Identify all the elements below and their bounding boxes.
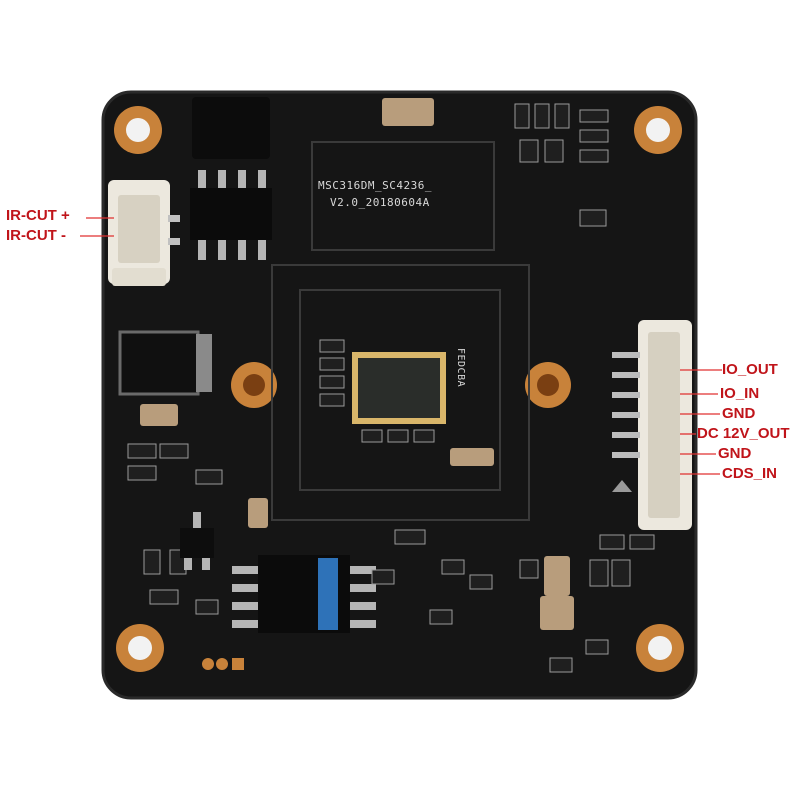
ir-cut-connector (108, 180, 180, 286)
label-cds-in: CDS_IN (722, 465, 778, 482)
lens-outline-inner (299, 289, 501, 491)
ceramic-cap-1 (140, 404, 178, 426)
leader-lines (80, 217, 722, 475)
mounting-hole-top-right (634, 106, 682, 154)
ceramic-cap-5 (544, 556, 570, 596)
transistor (180, 512, 214, 570)
lens-outline-outer (271, 264, 530, 521)
model-silk-box (311, 141, 495, 251)
mounting-hole-bottom-left (116, 624, 164, 672)
lens-mount-hole-right (525, 362, 571, 408)
silkscreen-model: MSC316DM_SC4236_ (318, 179, 432, 192)
ceramic-cap-2 (382, 98, 434, 126)
label-io-out: IO_OUT (722, 361, 778, 378)
pcb-edge (101, 90, 698, 700)
ceramic-cap-4 (450, 448, 494, 466)
label-gnd-2: GND (718, 445, 752, 462)
io-connector (612, 320, 692, 530)
label-io-in: IO_IN (720, 385, 760, 402)
flash-chip-bottom (232, 555, 376, 633)
mounting-hole-bottom-right (636, 624, 684, 672)
mounting-hole-top-left (114, 106, 162, 154)
power-inductor (118, 330, 200, 396)
top-ic-package (192, 97, 270, 159)
test-pads (202, 658, 244, 670)
smd-components (127, 103, 655, 673)
silkscreen-version: V2.0_20180604A (330, 196, 430, 209)
inductor-tab (196, 334, 212, 392)
image-sensor (358, 358, 440, 418)
lens-mount-hole-left (231, 362, 277, 408)
label-ir-cut-minus: IR-CUT - (6, 227, 66, 244)
label-gnd-1: GND (722, 405, 756, 422)
label-dc-12v-out: DC 12V_OUT (697, 425, 790, 442)
sop8-chip-top (190, 170, 272, 260)
ceramic-cap-3 (248, 498, 268, 528)
sensor-mark: FEDCBA (455, 348, 466, 388)
ceramic-cap-6 (540, 596, 574, 630)
label-ir-cut-plus: IR-CUT + (6, 207, 70, 224)
